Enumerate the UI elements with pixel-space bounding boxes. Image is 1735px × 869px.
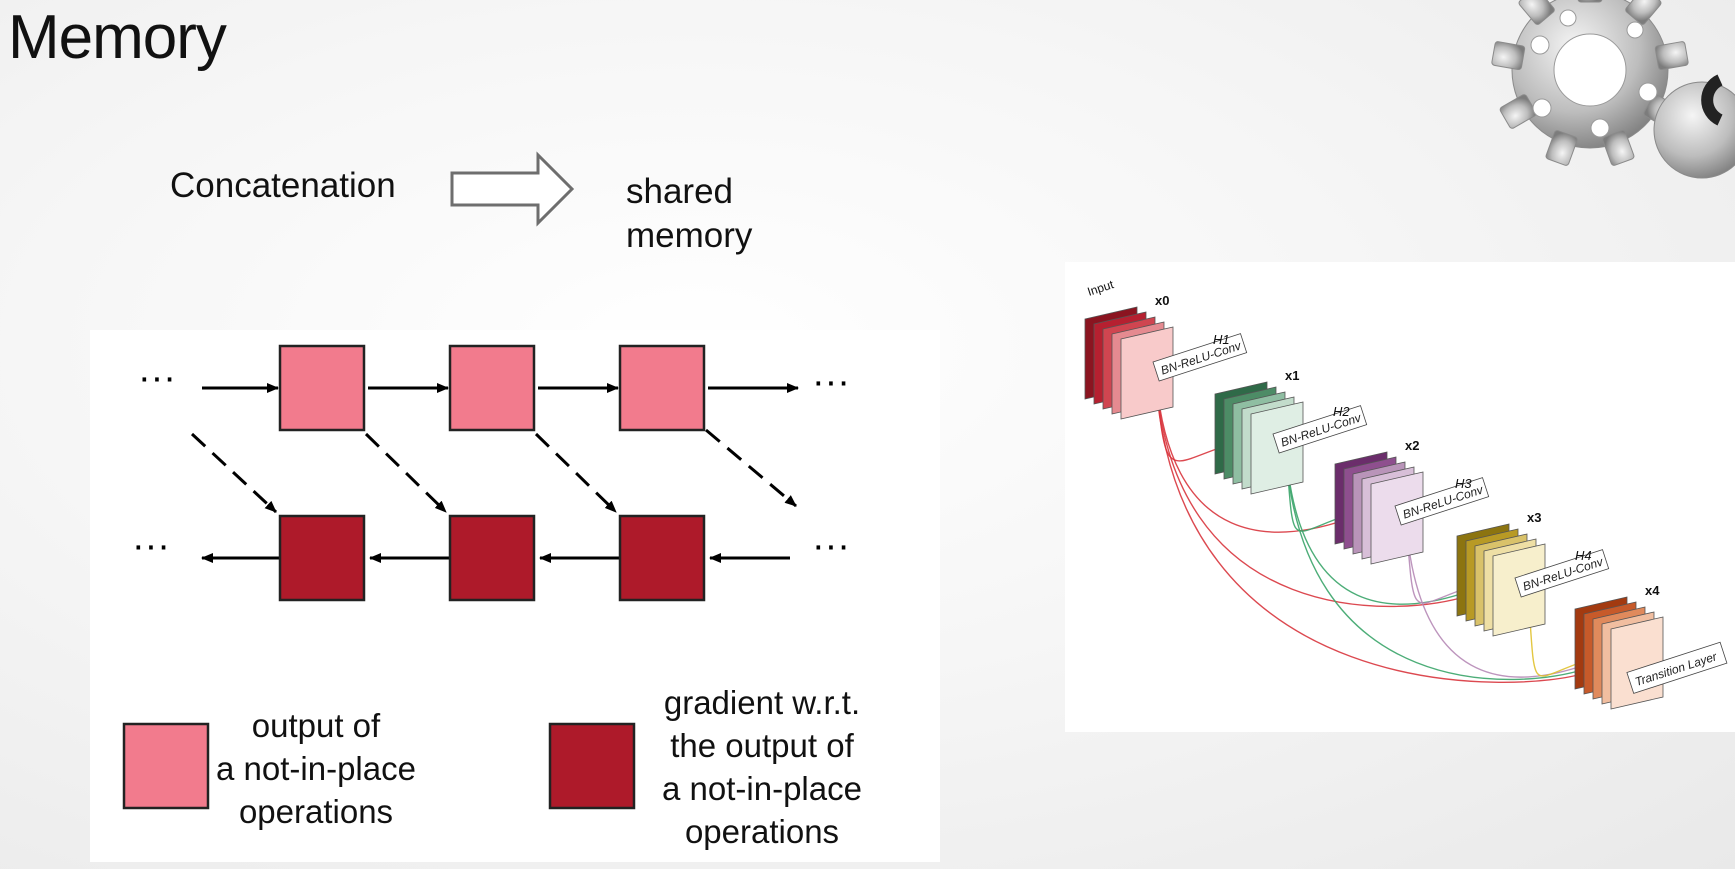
densenet-block-diagram: x0x1x2x3x4InputBN-ReLU-ConvH1BN-ReLU-Con… [1084,277,1728,710]
legend-swatch-gradient [548,722,636,810]
concatenation-label: Concatenation [170,166,396,205]
legend-label-output: output of a not-in-place operations [206,704,426,833]
shared-memory-line-2: memory [626,216,753,255]
h-label: H2 [1333,404,1350,419]
bn-relu-conv-box [1272,405,1368,454]
memory-sharing-diagram: ··· ··· ··· ··· [122,344,850,810]
output-box [278,344,366,432]
dashed-arrow [705,428,797,508]
h-label: H4 [1575,548,1592,563]
slide-title: Memory [8,3,227,72]
ellipsis-bottom-left: ··· [132,525,170,567]
connection-curve [1154,361,1468,608]
connection-curve [1154,361,1586,683]
bn-relu-conv-box [1152,333,1248,382]
connection-curve [1284,436,1468,605]
legend-swatch-output [122,722,210,810]
block-label-x0: x0 [1155,293,1169,308]
block-label-x2: x2 [1405,438,1419,453]
feature-map-x2 [1370,471,1424,565]
right-arrow-icon [450,151,575,227]
transition-layer-box [1626,641,1728,694]
feature-map-x0 [1120,326,1174,420]
legend-output-line: operations [238,793,394,830]
dashed-arrow [190,432,278,514]
legend-output-line: a not-in-place [216,750,416,787]
ellipsis-top-left: ··· [138,357,176,399]
gear-icon [1491,0,1735,179]
connection-curve [1284,436,1586,681]
ellipsis-top-right: ··· [812,361,850,403]
legend-gradient-line: operations [684,813,840,850]
connection-curve [1154,361,1346,533]
gradient-box [618,514,706,602]
memory-diagram-panel: ··· ··· ··· ··· [90,330,940,862]
input-label: Input [1086,277,1116,299]
legend-label-gradient: gradient w.r.t. the output of a not-in-p… [642,681,882,853]
dashed-arrow [364,432,448,514]
legend-gradient-line: the output of [670,727,854,764]
bn-relu-conv-box [1514,549,1610,598]
legend-gradient-line: gradient w.r.t. [663,684,861,721]
feature-map-x1 [1250,401,1304,495]
bn-relu-conv-box [1394,477,1490,526]
dashed-arrow [534,432,618,514]
gradient-box [278,514,366,602]
h-label: H1 [1213,332,1230,347]
shared-memory-label: shared memory [626,170,752,258]
legend-output-line: output of [251,707,381,744]
output-box [618,344,706,432]
connection-curve [1404,506,1586,678]
gradient-box [448,514,536,602]
legend-gradient-line: a not-in-place [662,770,862,807]
block-label-x1: x1 [1285,368,1299,383]
h-label: H3 [1455,476,1472,491]
ellipsis-bottom-right: ··· [812,525,850,567]
shared-memory-line-1: shared [626,172,734,211]
block-label-x4: x4 [1645,583,1660,598]
block-label-x3: x3 [1527,510,1541,525]
output-box [448,344,536,432]
